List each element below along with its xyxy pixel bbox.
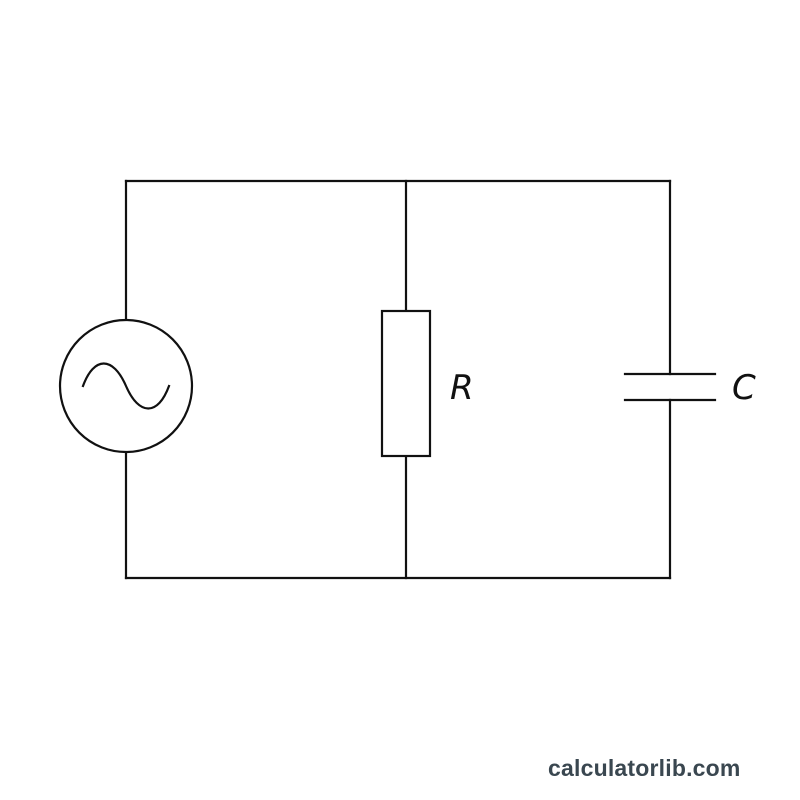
resistor: [380, 309, 432, 458]
watermark-text: calculatorlib.com: [548, 755, 741, 781]
sine-wave-icon: [81, 362, 171, 410]
resistor-label: R: [450, 368, 474, 408]
capacitor-label: C: [732, 368, 756, 408]
ac-source: [58, 318, 194, 454]
capacitor: [623, 372, 717, 402]
